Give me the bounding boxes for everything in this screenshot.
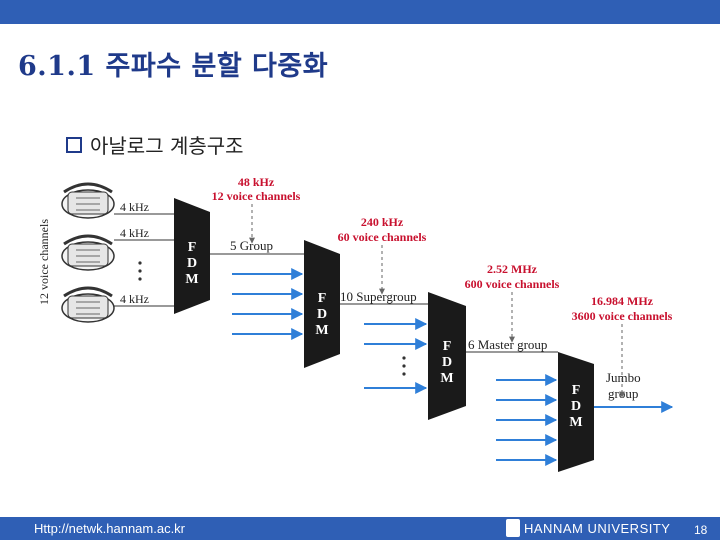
mux-letter: D [571, 399, 581, 414]
mux-letter: D [187, 256, 197, 271]
bandwidth-annotation: 48 kHz [238, 175, 275, 189]
slide-title: 6.1.1 주파수 분할 다중화 [18, 51, 329, 82]
bandwidth-annotation: 600 voice channels [465, 277, 560, 291]
mux-letter: M [315, 323, 328, 338]
page-number: 18 [694, 523, 708, 537]
supergroup-label: 10 Supergroup [340, 289, 417, 304]
mux-letter: D [442, 355, 452, 370]
channel-label: 4 kHz [120, 292, 149, 306]
bandwidth-annotation: 3600 voice channels [572, 309, 673, 323]
mux-letter: D [317, 307, 327, 322]
ellipsis-dot [138, 261, 142, 265]
bandwidth-annotation: 16.984 MHz [591, 294, 654, 308]
bullet-item: 아날로그 계층구조 [66, 130, 244, 159]
mux-letter: F [318, 291, 327, 306]
mux-letter: F [188, 240, 197, 255]
ellipsis-dot [402, 372, 406, 376]
university-logo-icon [506, 519, 520, 537]
mux-letter: M [440, 371, 453, 386]
bandwidth-annotation: 240 kHz [361, 215, 404, 229]
mux-letter: F [572, 383, 581, 398]
telephone-icon [61, 234, 115, 271]
bandwidth-annotation: 2.52 MHz [487, 262, 538, 276]
footer-bar [0, 517, 720, 540]
mux-letter: M [185, 272, 198, 287]
vertical-label: 12 voice channels [37, 219, 51, 305]
fdm-mux-1 [174, 198, 210, 314]
fdm-mux-4 [558, 352, 594, 472]
bandwidth-annotation: 60 voice channels [338, 230, 427, 244]
ellipsis-dot [402, 356, 406, 360]
telephone-icon [61, 286, 115, 323]
jumbo-label: group [608, 386, 638, 401]
fdm-mux-2 [304, 240, 340, 368]
mux-letter: M [569, 415, 582, 430]
footer-url: Http://netwk.hannam.ac.kr [34, 521, 186, 536]
ellipsis-dot [138, 277, 142, 281]
bandwidth-annotation: 12 voice channels [212, 189, 301, 203]
footer-university: HANNAM UNIVERSITY [524, 521, 671, 536]
master-label: 6 Master group [468, 337, 547, 352]
ellipsis-dot [138, 269, 142, 273]
top-bar [0, 0, 720, 24]
checkbox-bullet-icon [66, 136, 82, 153]
fdm-mux-3 [428, 292, 466, 420]
ellipsis-dot [402, 364, 406, 368]
bullet-text: 아날로그 계층구조 [90, 134, 244, 158]
group-label: 5 Group [230, 238, 273, 253]
channel-label: 4 kHz [120, 200, 149, 214]
telephone-icon [61, 182, 115, 219]
mux-letter: F [443, 339, 452, 354]
jumbo-label: Jumbo [606, 370, 641, 385]
channel-label: 4 kHz [120, 226, 149, 240]
